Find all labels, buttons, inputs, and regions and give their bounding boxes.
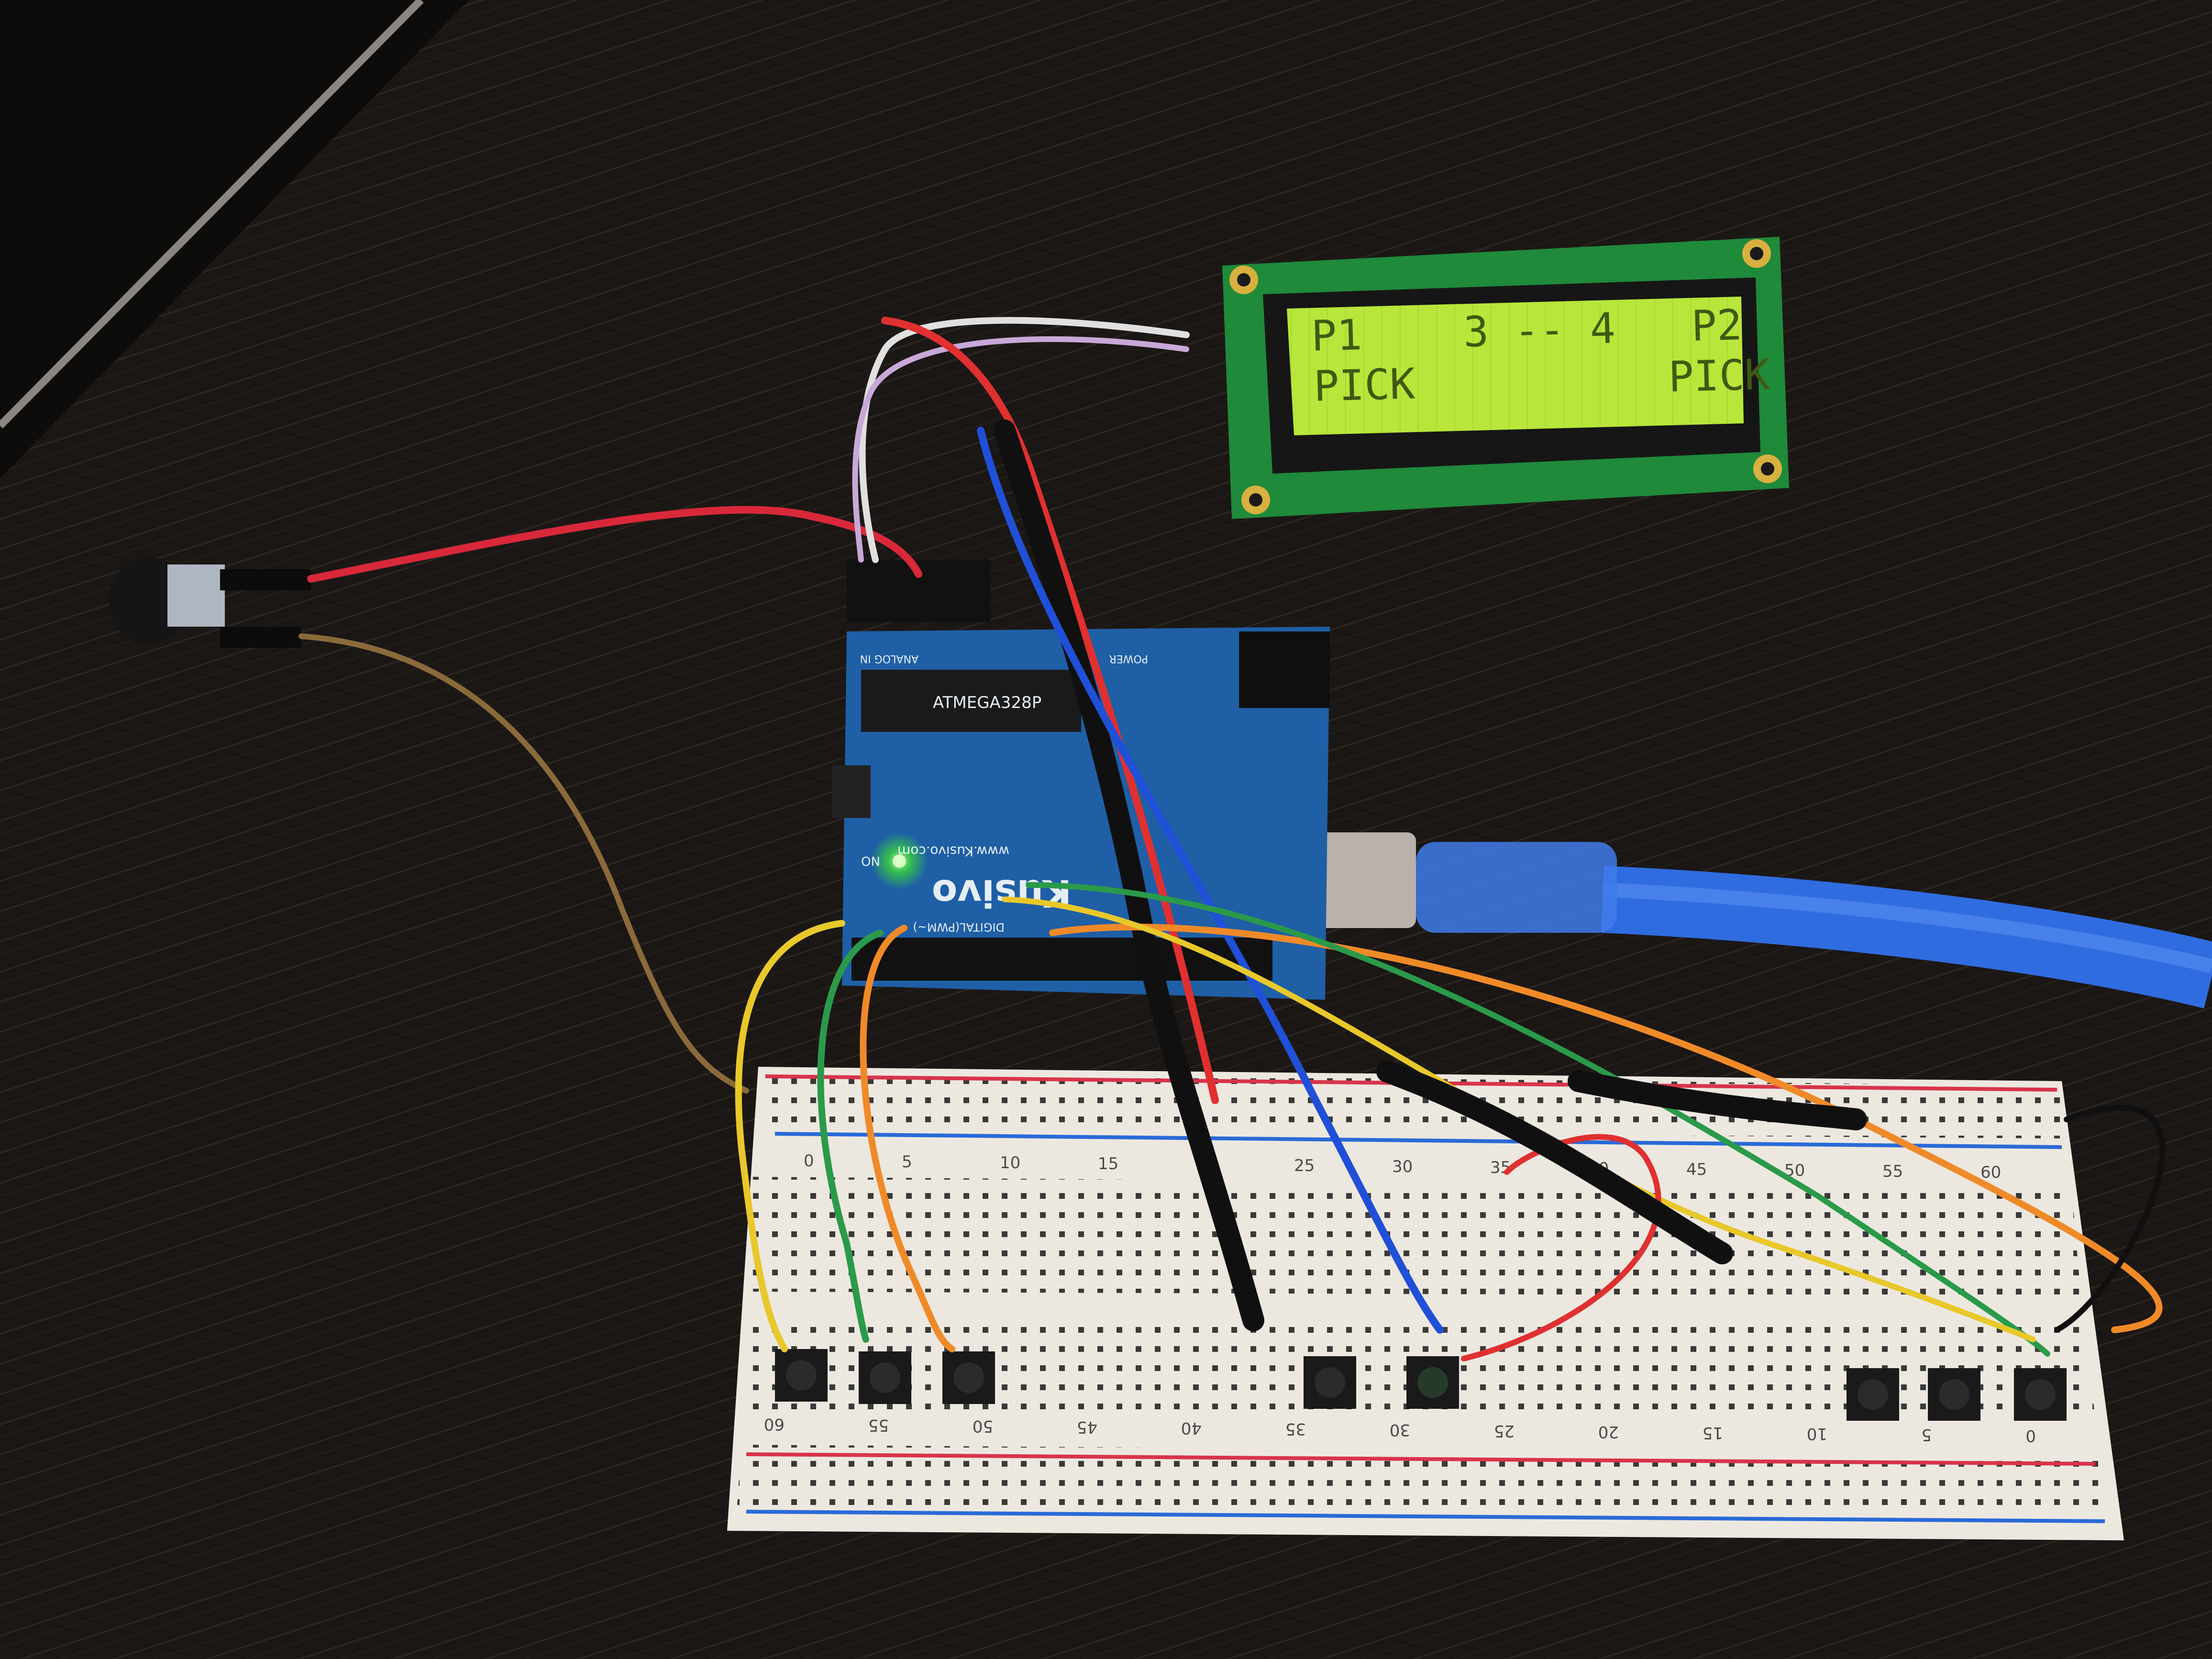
breadboard-top-number: 30 — [1392, 1157, 1413, 1176]
breadboard-bottom-number: 55 — [868, 1416, 889, 1435]
brand-logo: Kusivo — [932, 871, 1072, 914]
breadboard-bottom-number: 25 — [1494, 1421, 1515, 1440]
breadboard-top-number: 0 — [804, 1151, 814, 1171]
breadboard-bottom-number: 15 — [1703, 1423, 1723, 1442]
breadboard-bottom-number: 30 — [1390, 1420, 1410, 1439]
wire-orange — [860, 925, 955, 1352]
breadboard-top-number: 5 — [902, 1152, 912, 1172]
usb-plug — [1416, 842, 1617, 933]
breadboard-bottom-number: 10 — [1807, 1424, 1827, 1443]
breadboard-bottom-number: 40 — [1181, 1418, 1202, 1438]
push-buttons — [775, 1349, 2067, 1421]
wire-black-gnd — [2054, 1105, 2166, 1333]
breadboard-top-number: 45 — [1686, 1160, 1707, 1179]
wire-red-lcd — [881, 317, 1219, 1104]
breadboard-bottom-number: 60 — [764, 1415, 785, 1434]
wire-brown-buzzer — [299, 633, 749, 1094]
breadboard-upper-half — [746, 1177, 2081, 1296]
breadboard-top-number: 60 — [1980, 1163, 2001, 1182]
jumper-wires — [299, 317, 2166, 1361]
breadboard-bottom-number: 20 — [1598, 1422, 1619, 1441]
digital-label: DIGITAL(PWM~) — [913, 920, 1005, 934]
power-jack — [1239, 631, 1330, 708]
buzzer-black-pin — [220, 627, 301, 648]
on-label: ON — [861, 855, 880, 869]
wire-orange-long — [1049, 923, 2163, 1333]
digital-header — [852, 938, 1272, 981]
breadboard-bottom-number: 45 — [1077, 1417, 1097, 1437]
buzzer-red-pin — [220, 569, 311, 590]
table-edge — [0, 0, 469, 478]
breadboard-top-number: 25 — [1294, 1156, 1315, 1175]
buzzer — [109, 557, 311, 648]
lcd-module — [1222, 237, 1789, 519]
lcd-screen — [1287, 297, 1744, 435]
atmega-chip — [861, 670, 1081, 732]
table-edge-highlight — [0, 0, 424, 429]
breadboard-top-number: 15 — [1098, 1154, 1118, 1173]
breadboard-bottom-number: 50 — [973, 1416, 993, 1436]
wire-red-buzzer — [307, 506, 922, 583]
chip-label: ATMEGA328P — [933, 693, 1041, 712]
power-label: POWER — [1109, 653, 1148, 664]
breadboard-bottom-number: 35 — [1285, 1419, 1306, 1438]
wire-black-lcd — [994, 420, 1264, 1331]
wire-bundle-lcd — [859, 317, 1190, 563]
brand-url: www.Kusivo.com — [897, 843, 1009, 859]
wire-yellow — [735, 920, 845, 1352]
lcd-row-1: P1 3 -- 4 P2 — [1310, 300, 1743, 361]
breadboard-top-number: 10 — [1000, 1153, 1020, 1172]
wire-green-long — [1026, 882, 2050, 1357]
reset-button — [832, 765, 871, 818]
analog-in-label: ANALOG IN — [860, 653, 918, 664]
breadboard-bottom-number: 0 — [2025, 1426, 2036, 1445]
on-led — [893, 854, 906, 868]
wire-black-jumper-1 — [1376, 1061, 1733, 1264]
wire-purple-lcd — [852, 336, 1189, 563]
breadboard-top-number: 55 — [1882, 1162, 1903, 1181]
wire-green — [817, 929, 884, 1343]
breadboard-bottom-number: 5 — [1921, 1425, 1932, 1444]
wire-black-jumper-2 — [1568, 1070, 1867, 1130]
